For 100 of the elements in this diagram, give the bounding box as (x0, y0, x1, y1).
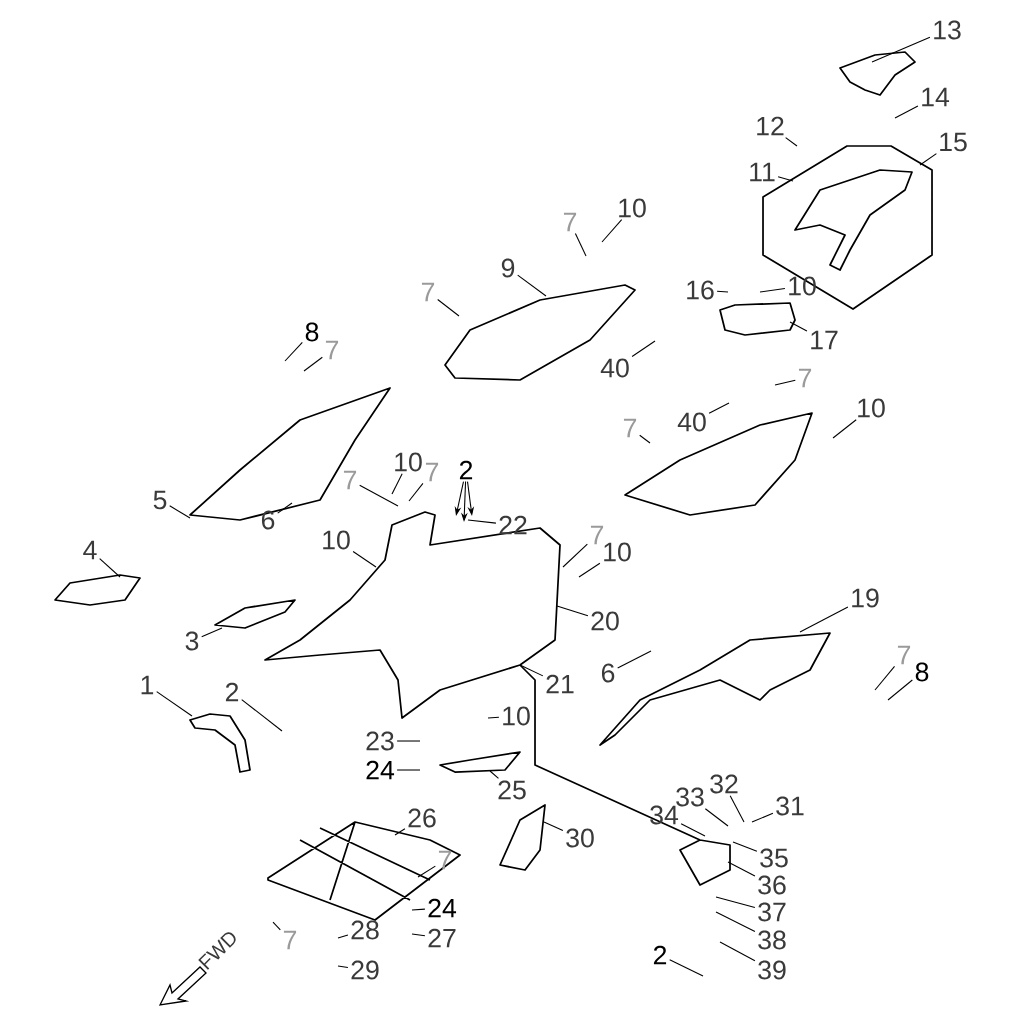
leader-line (337, 965, 349, 968)
callout-number: 10 (395, 452, 422, 472)
callout-number: 22 (499, 515, 527, 535)
leader-line (669, 959, 704, 977)
leader-line (201, 627, 223, 638)
leader-line (708, 402, 730, 414)
leader-line (396, 769, 421, 771)
leader-line (519, 664, 544, 677)
callout-number: 3 (185, 631, 199, 651)
callout-number: 23 (366, 731, 394, 751)
callout-number: 26 (408, 808, 436, 828)
leader-line (391, 473, 403, 495)
leader-line (759, 287, 786, 293)
leader-line (631, 340, 656, 357)
leader-line (715, 911, 756, 932)
callout-number: 40 (600, 358, 629, 378)
callout-number: 16 (687, 280, 714, 300)
callout-number: 17 (811, 330, 838, 350)
leader-line (467, 519, 497, 524)
callout-number: 39 (758, 960, 786, 980)
leader-line (562, 543, 588, 568)
callout-number: 29 (351, 960, 379, 980)
callout-number: 32 (710, 774, 738, 794)
leader-line (785, 137, 798, 147)
callout-number: 7 (897, 645, 911, 665)
callout-number: 37 (758, 902, 786, 922)
callout-number: 6 (261, 510, 275, 530)
callout-number: 10 (789, 276, 816, 296)
leader-line (919, 153, 937, 166)
leader-line (272, 921, 281, 931)
leader-line (704, 808, 729, 827)
callout-number: 7 (425, 462, 439, 482)
leader-line (396, 740, 421, 742)
callout-number: 6 (601, 663, 615, 683)
callout-number: 7 (283, 930, 297, 950)
leader-line (517, 274, 547, 297)
callout-number: 7 (623, 418, 637, 438)
leader-line (719, 941, 756, 962)
leader-line (887, 679, 913, 701)
callout-number: 7 (421, 282, 435, 302)
callout-number: 15 (940, 132, 967, 152)
leader-line (284, 341, 303, 362)
leader-line (489, 770, 499, 779)
leader-line (169, 505, 191, 519)
callout-number: 7 (438, 850, 452, 870)
callout-number: 7 (563, 212, 577, 232)
leader-line (556, 605, 589, 617)
callout-number: 13 (934, 20, 961, 40)
leader-line (99, 558, 121, 578)
callout-number: 10 (604, 542, 631, 562)
leader-line (156, 691, 193, 717)
leader-line (732, 841, 758, 852)
callout-number: 31 (776, 796, 804, 816)
callout-number: 2 (653, 945, 667, 965)
callout-number: 8 (915, 662, 929, 682)
callout-number: 27 (428, 928, 456, 948)
callout-number: 24 (428, 898, 457, 918)
callout-number: 1 (141, 675, 154, 695)
callout-number: 2 (459, 460, 473, 480)
leader-line (894, 105, 919, 119)
callout-number: 12 (757, 116, 784, 136)
callout-number: 14 (922, 87, 950, 107)
callout-number: 19 (852, 588, 879, 608)
callout-number: 10 (503, 706, 530, 726)
leader-line (578, 562, 601, 578)
callout-number: 28 (351, 920, 379, 940)
leader-line (394, 828, 406, 836)
callout-number: 10 (619, 198, 646, 218)
callout-number: 25 (498, 780, 526, 800)
leader-line (437, 298, 460, 317)
leader-line (774, 379, 796, 386)
leader-line (680, 823, 706, 837)
leader-line (337, 934, 349, 939)
leader-line (417, 865, 436, 878)
callout-number: 38 (758, 930, 786, 950)
leader-line (352, 551, 377, 568)
leader-line (617, 650, 652, 669)
leader-line (871, 36, 931, 63)
leader-line (874, 665, 896, 691)
leader-line (277, 502, 293, 514)
callout-number: 20 (591, 611, 619, 631)
callout-number: 11 (750, 162, 775, 182)
leader-line (832, 419, 857, 439)
callout-number: 21 (546, 674, 574, 694)
leader-line (241, 699, 283, 732)
leader-line (727, 861, 756, 877)
leader-line (543, 821, 564, 831)
leader-line (601, 219, 623, 243)
leader-line (716, 290, 729, 293)
leader-line (729, 795, 745, 823)
callout-number: 36 (758, 875, 786, 895)
callout-number: 7 (590, 525, 604, 545)
leader-line (359, 484, 399, 507)
callout-number: 10 (858, 398, 885, 418)
callout-number: 5 (153, 490, 167, 510)
callout-number: 33 (676, 787, 704, 807)
leader-line (777, 176, 794, 182)
callout-number: 34 (650, 805, 679, 825)
leader-line (408, 482, 424, 502)
leader-line (411, 908, 426, 911)
